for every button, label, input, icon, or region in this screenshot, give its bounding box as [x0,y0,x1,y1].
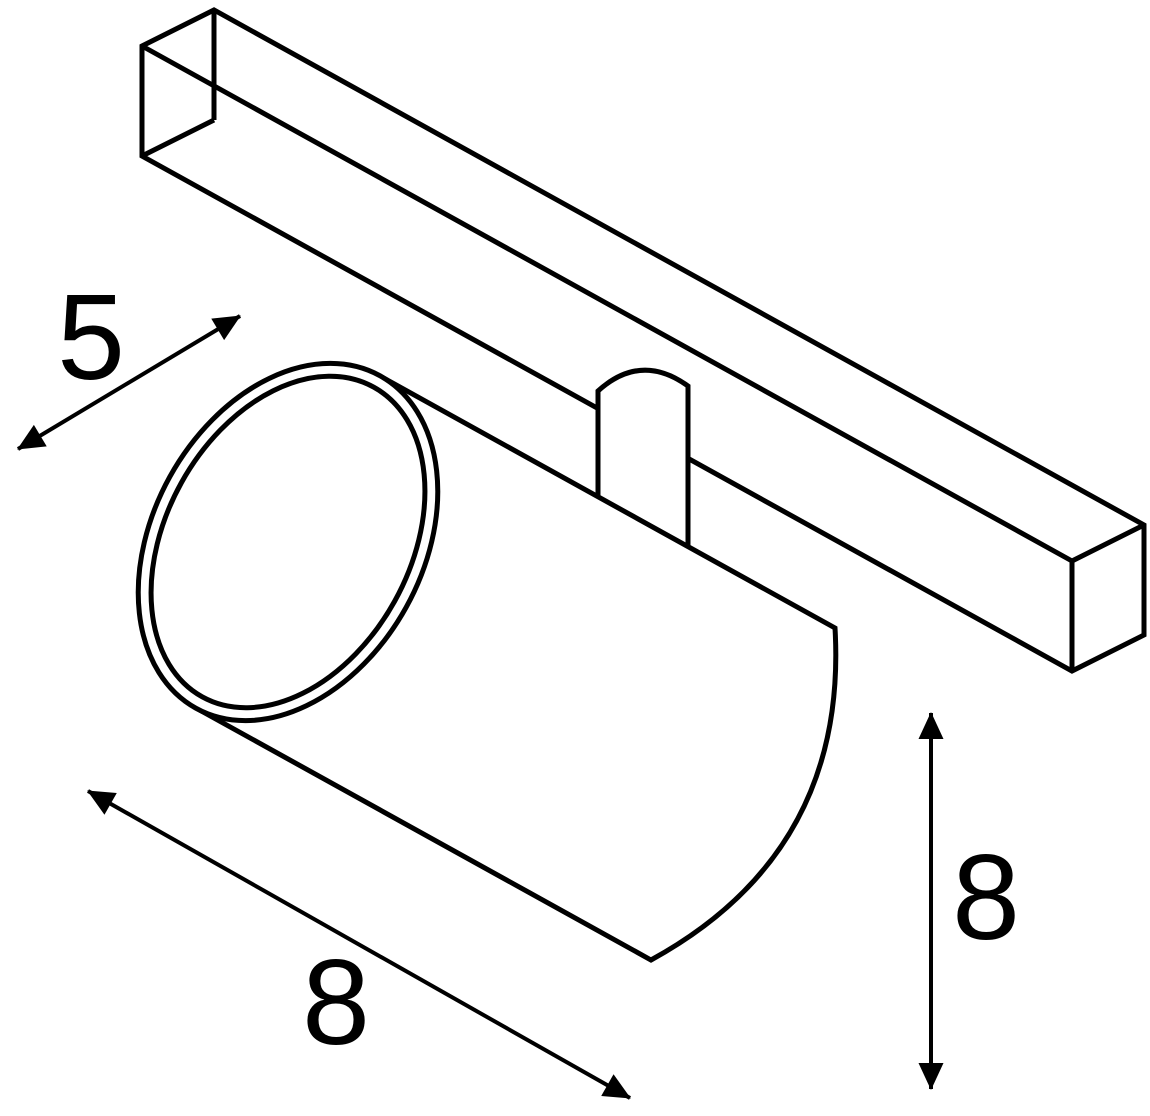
spotlight [135,360,839,963]
dimension-track-depth: 5 [16,269,242,451]
dimension-label-track-depth: 5 [57,269,125,405]
track-rail-edges [140,10,1146,671]
dimension-arrow-body-length [87,789,631,1100]
dimension-arrow-track-depth [16,314,242,451]
dimension-label-body-length: 8 [302,934,370,1070]
dimension-body-length: 8 [87,789,631,1100]
track-rail [139,7,1147,674]
dimension-label-body-height: 8 [952,829,1020,965]
spotlight-front-rim-inner [148,373,428,711]
dimension-body-height: 8 [918,712,1020,1090]
